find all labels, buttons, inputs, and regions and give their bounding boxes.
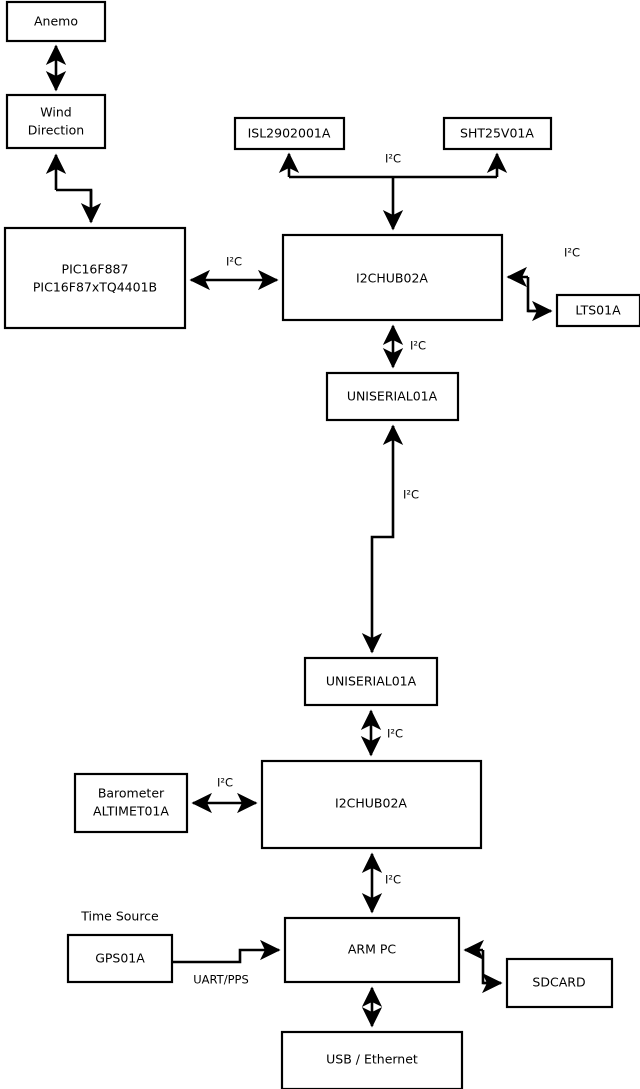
node-usb-ethernet-label: USB / Ethernet [326, 1052, 418, 1067]
node-wind-direction-label-line1: Wind [40, 105, 71, 120]
free-labels-layer: Time Source [80, 909, 159, 924]
node-sdcard-label: SDCARD [532, 975, 585, 990]
node-gps01a-label: GPS01A [95, 951, 145, 966]
node-barometer-label-line1: Barometer [98, 786, 165, 801]
connection-armpc-to-sdcard-step [481, 950, 501, 985]
edge-label-i2c-pic-hub: I²C [226, 255, 242, 269]
edge-label-uart-pps: UART/PPS [193, 973, 249, 987]
node-usb-ethernet[interactable]: USB / Ethernet [280, 1030, 464, 1089]
edge-label-i2c-hub-lts: I²C [564, 246, 580, 260]
node-sht25v01a-label: SHT25V01A [460, 126, 534, 141]
node-i2chub02a-bottom-label: I2CHUB02A [335, 796, 407, 811]
edge-label-i2c-uniserial-hub: I²C [387, 727, 403, 741]
node-pic-label-line1: PIC16F887 [62, 262, 129, 277]
edge-label-i2c-hub-armpc: I²C [385, 873, 401, 887]
node-uniserial01a-upper[interactable]: UNISERIAL01A [325, 371, 460, 422]
edge-label-i2c-hub-uniserial: I²C [410, 339, 426, 353]
edge-label-i2c-hub-top-sensors: I²C [385, 152, 401, 166]
node-pic-microcontroller[interactable]: PIC16F887 PIC16F87xTQ4401B [3, 226, 187, 330]
connection-uniserial-link-path [370, 426, 395, 652]
node-sdcard[interactable]: SDCARD [505, 957, 614, 1009]
node-isl2902001a-label: ISL2902001A [248, 126, 331, 141]
nodes-layer: Anemo Wind Direction PIC16F887 PIC16F87x… [3, 0, 640, 1089]
edge-labels-layer: I²C I²C I²C I²C I²C I²C I²C I²C UART/PPS [193, 152, 580, 987]
node-gps01a[interactable]: GPS01A [66, 933, 174, 984]
node-pic-label-line2: PIC16F87xTQ4401B [33, 280, 157, 295]
node-barometer-altimet01a[interactable]: Barometer ALTIMET01A [73, 772, 189, 834]
edge-label-i2c-barometer-hub: I²C [217, 776, 233, 790]
node-lts01a[interactable]: LTS01A [555, 293, 640, 328]
node-i2chub02a-bottom[interactable]: I2CHUB02A [260, 759, 483, 850]
node-arm-pc[interactable]: ARM PC [283, 916, 461, 984]
node-arm-pc-label: ARM PC [348, 942, 397, 957]
node-wind-direction[interactable]: Wind Direction [5, 93, 107, 150]
node-anemo-label: Anemo [34, 14, 78, 29]
label-time-source: Time Source [80, 909, 159, 924]
connection-i2chub-top-to-lts01a-step [526, 277, 551, 313]
node-anemo[interactable]: Anemo [5, 0, 107, 43]
node-uniserial01a-lower-label: UNISERIAL01A [326, 674, 417, 689]
node-isl2902001a[interactable]: ISL2902001A [233, 116, 346, 151]
node-lts01a-label: LTS01A [575, 303, 621, 318]
connection-pic-to-wind-direction-step [56, 188, 93, 222]
node-uniserial01a-lower[interactable]: UNISERIAL01A [303, 656, 439, 707]
node-uniserial01a-upper-label: UNISERIAL01A [347, 389, 438, 404]
node-i2chub02a-top-label: I2CHUB02A [356, 271, 428, 286]
node-wind-direction-label-line2: Direction [28, 123, 84, 138]
connections-layer [45, 44, 553, 1028]
edge-label-i2c-uniserial-link: I²C [403, 488, 419, 502]
node-sht25v01a[interactable]: SHT25V01A [442, 116, 553, 151]
connection-gps01a-armpc [172, 939, 281, 964]
node-barometer-label-line2: ALTIMET01A [93, 804, 169, 819]
node-i2chub02a-top[interactable]: I2CHUB02A [281, 233, 504, 322]
